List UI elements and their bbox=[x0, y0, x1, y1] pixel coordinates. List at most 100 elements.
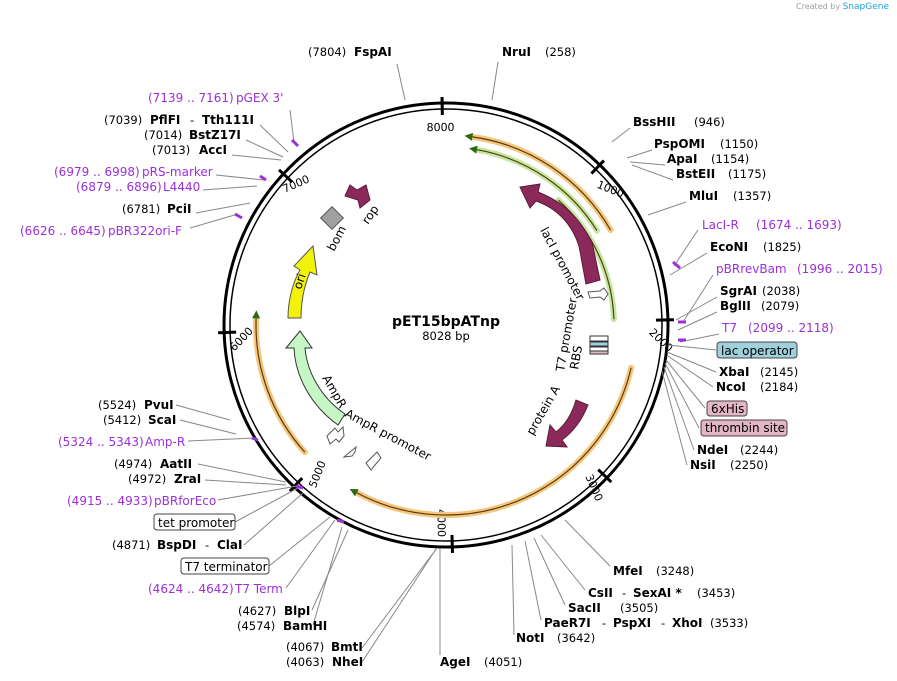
feature-tet-promoter[interactable]: tet promoter bbox=[153, 513, 236, 531]
site-fspai[interactable]: (7804) FspAI bbox=[308, 45, 392, 59]
leader-fspai bbox=[396, 63, 406, 101]
leader-sgrai bbox=[675, 296, 718, 321]
leader-his bbox=[665, 359, 706, 409]
primer-t7term[interactable]: (4624 .. 4642) T7 Term bbox=[148, 582, 283, 596]
site-bsshii[interactable]: BssHII (946) bbox=[633, 115, 725, 129]
site-nrui[interactable]: NruI (258) bbox=[502, 45, 576, 59]
primer-pbr322[interactable]: (6626 .. 6645) pBR322ori-F bbox=[20, 224, 182, 238]
sgrai-pos: (2038) bbox=[762, 284, 800, 298]
site-scai[interactable]: (5412) ScaI bbox=[103, 413, 176, 427]
site-pspomi[interactable]: PspOMI (1150) bbox=[654, 137, 758, 151]
site-paer7i[interactable]: PaeR7I - PspXI - XhoI (3533) bbox=[544, 616, 748, 630]
xbai-name: XbaI bbox=[719, 365, 749, 379]
feature-lac-operator[interactable]: lac operator bbox=[716, 341, 798, 359]
ampr-promoter-arrow bbox=[326, 425, 345, 445]
site-ncoi[interactable]: NcoI (2184) bbox=[716, 380, 798, 394]
site-econi[interactable]: EcoNI (1825) bbox=[710, 240, 801, 254]
primer-l4440[interactable]: (6879 .. 6896) L4440 bbox=[76, 180, 200, 194]
site-agei[interactable]: AgeI (4051) bbox=[440, 655, 522, 669]
site-bspdi[interactable]: (4871) BspDI - ClaI bbox=[112, 538, 242, 552]
primer-laci-r[interactable]: LacI-R (1674 .. 1693) bbox=[702, 218, 842, 232]
leader-bglii bbox=[677, 311, 718, 331]
leader-pbrrevbam bbox=[682, 274, 714, 323]
site-ndei[interactable]: NdeI (2244) bbox=[697, 443, 778, 457]
primer-t7[interactable]: T7 (2099 .. 2118) bbox=[721, 321, 834, 335]
site-nhei[interactable]: (4063) NheI bbox=[286, 655, 363, 669]
site-mfei[interactable]: MfeI (3248) bbox=[613, 564, 694, 578]
tick-mark-6000 bbox=[218, 330, 237, 335]
site-sacii[interactable]: SacII (3505) bbox=[568, 601, 658, 615]
leader-econi bbox=[669, 252, 708, 276]
lac-operator-box bbox=[716, 341, 798, 359]
site-bmti[interactable]: (4067) BmtI bbox=[286, 640, 363, 654]
tick-mark-7000 bbox=[277, 168, 294, 184]
site-bglii[interactable]: BglII (2079) bbox=[720, 299, 799, 313]
bmti-name: BmtI bbox=[331, 640, 363, 654]
bstz17i-pos: (7014) bbox=[144, 128, 182, 142]
leader-nsii bbox=[661, 370, 688, 466]
paer7i-dash2: - bbox=[661, 616, 665, 630]
primer-mark-2 bbox=[259, 174, 267, 182]
leader-pflfi bbox=[259, 124, 289, 153]
green-arc-1-line bbox=[476, 149, 598, 231]
site-aatii[interactable]: (4974) AatII bbox=[114, 457, 192, 471]
site-csii[interactable]: CsII - SexAI * (3453) bbox=[588, 586, 735, 600]
csii-dash: - bbox=[622, 586, 626, 600]
primer-mark-3 bbox=[234, 212, 243, 220]
leader-lines bbox=[175, 61, 720, 663]
pbrrevbam-range: (1996 .. 2015) bbox=[797, 262, 883, 276]
site-mlui[interactable]: MluI (1357) bbox=[689, 189, 771, 203]
leader-sacii bbox=[533, 537, 566, 606]
lac-operator-block bbox=[589, 341, 609, 347]
site-pflfi[interactable]: (7039) PflFI - Tth111I bbox=[104, 113, 254, 127]
orf-arc-1-line bbox=[472, 136, 612, 231]
site-bsteii[interactable]: BstEII (1175) bbox=[676, 167, 766, 181]
leader-bsshii bbox=[611, 127, 631, 143]
prs-range: (6979 .. 6998) bbox=[54, 165, 140, 179]
t7term-range: (4624 .. 4642) bbox=[148, 582, 234, 596]
his-box bbox=[706, 400, 748, 417]
tet-promoter-arrow bbox=[365, 451, 382, 471]
pcii-pos: (6781) bbox=[122, 202, 160, 216]
site-noti[interactable]: NotI (3642) bbox=[516, 631, 595, 645]
site-zrai[interactable]: (4972) ZraI bbox=[128, 472, 201, 486]
primer-pgex3[interactable]: (7139 .. 7161) pGEX 3' bbox=[148, 91, 283, 105]
ampr-primer-name: Amp-R bbox=[145, 435, 185, 449]
site-bstz17i[interactable]: (7014) BstZ17I bbox=[144, 128, 241, 142]
rbs-label: RBS bbox=[567, 344, 585, 370]
primer-ampr[interactable]: (5324 .. 5343) Amp-R bbox=[58, 435, 185, 449]
primer-pbrrevbam[interactable]: pBRrevBam (1996 .. 2015) bbox=[716, 262, 883, 276]
blpi-pos: (4627) bbox=[238, 604, 276, 618]
site-nsii[interactable]: NsiI (2250) bbox=[690, 458, 768, 472]
pflfi-name: PflFI bbox=[150, 113, 180, 127]
feature-6xhis[interactable]: 6xHis bbox=[706, 400, 748, 417]
primer-pbrfor[interactable]: (4915 .. 4933) pBRforEco bbox=[67, 494, 216, 508]
site-pvui[interactable]: (5524) PvuI bbox=[98, 398, 174, 412]
mfei-name: MfeI bbox=[613, 564, 643, 578]
site-sgrai[interactable]: SgrAI (2038) bbox=[720, 284, 800, 298]
site-acci[interactable]: (7013) AccI bbox=[152, 143, 227, 157]
site-blpi[interactable]: (4627) BlpI bbox=[238, 604, 310, 618]
acci-name: AccI bbox=[199, 143, 227, 157]
laci-promoter-arrow bbox=[587, 287, 609, 301]
leader-lac-operator bbox=[667, 344, 717, 351]
sgrai-name: SgrAI bbox=[720, 284, 757, 298]
bsshii-name: BssHII bbox=[633, 115, 675, 129]
csii-pos: (3453) bbox=[697, 586, 735, 600]
t7-terminator-label: T7 terminator bbox=[184, 560, 268, 574]
nrui-pos: (258) bbox=[545, 45, 576, 59]
feature-arcs bbox=[252, 132, 635, 518]
site-bamhi[interactable]: (4574) BamHI bbox=[237, 619, 327, 633]
site-pcii[interactable]: (6781) PciI bbox=[122, 202, 192, 216]
leader-acci bbox=[231, 154, 282, 161]
feature-t7-terminator[interactable]: T7 terminator bbox=[180, 557, 270, 575]
site-xbai[interactable]: XbaI (2145) bbox=[719, 365, 798, 379]
aatii-name: AatII bbox=[160, 457, 192, 471]
primer-mark-1 bbox=[290, 138, 300, 148]
feature-thrombin-site[interactable]: thrombin site bbox=[700, 419, 788, 437]
site-apai[interactable]: ApaI (1154) bbox=[667, 152, 749, 166]
tick-label-6000: 6000 bbox=[227, 325, 256, 354]
tick-label-8000: 8000 bbox=[426, 121, 454, 134]
primer-prs[interactable]: (6979 .. 6998) pRS-marker bbox=[54, 165, 213, 179]
